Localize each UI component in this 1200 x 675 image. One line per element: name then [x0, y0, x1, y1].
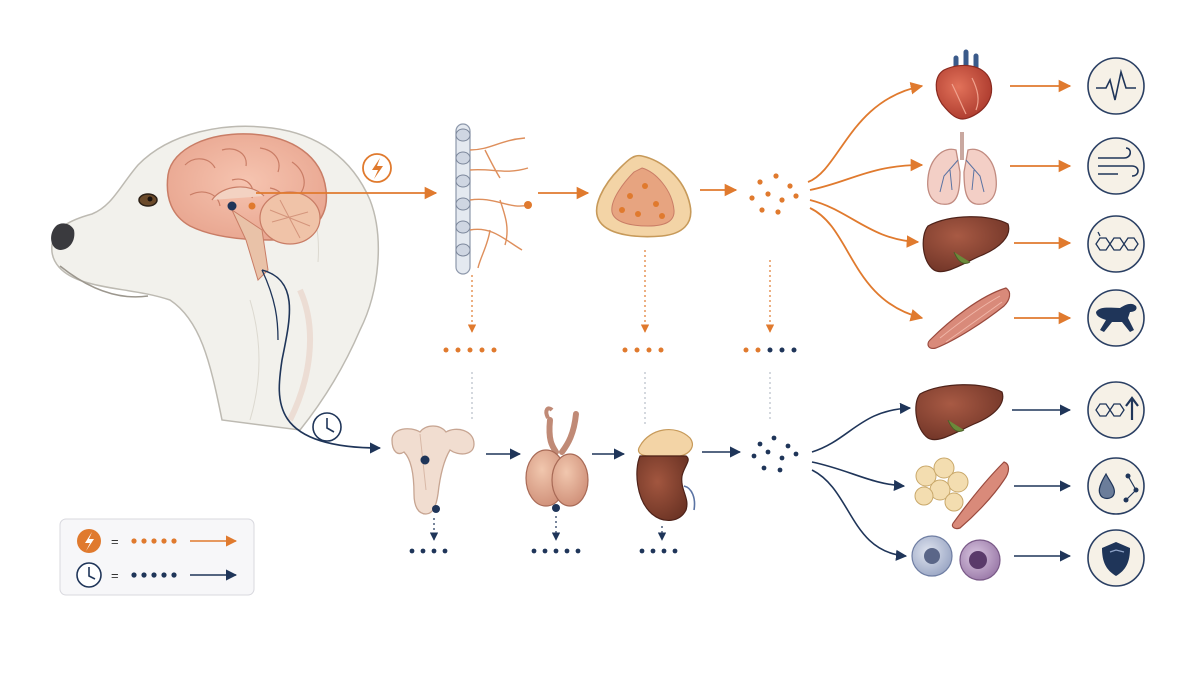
energy-mobilization-icon	[1087, 457, 1145, 515]
mixed-dot-row	[767, 347, 797, 353]
fast-pathway	[256, 49, 1145, 424]
lungs-organ-icon	[927, 132, 997, 205]
legend-fast-equals: =	[111, 534, 119, 549]
immune-cells-icon	[911, 535, 1001, 581]
slow-pathway	[261, 269, 1145, 587]
glucose-increase-icon	[1087, 381, 1145, 439]
lightning-icon	[362, 153, 392, 183]
liver-organ-icon	[922, 216, 1010, 273]
to-muscle-arrow	[809, 207, 924, 322]
adrenal-cortex-kidney-icon	[636, 429, 696, 521]
legend-slow-row: =	[76, 562, 238, 588]
legend: = =	[59, 518, 255, 596]
sympathetic-nerve-chain-icon	[455, 123, 532, 275]
adrenal-gland-pair-icon	[525, 406, 589, 512]
glucose-chain-icon	[1087, 215, 1145, 273]
hypothalamus-node	[227, 201, 237, 211]
to-liver-arrow	[809, 199, 920, 248]
dog-nose-icon	[51, 223, 75, 250]
brain-to-pituitary-arrow	[261, 269, 382, 454]
running-dog-icon	[1087, 289, 1145, 347]
to-lungs-arrow	[809, 158, 924, 191]
catecholamine-molecules	[749, 173, 799, 215]
breathing-air-icon	[1087, 137, 1145, 195]
to-fat-muscle-arrow	[811, 461, 906, 491]
fat-and-muscle-tissue-icon	[914, 457, 1010, 530]
fast-dot-row	[443, 347, 761, 353]
legend-slow-equals: =	[111, 568, 119, 583]
legend-fast-row: =	[77, 529, 238, 553]
cortisol-molecules	[751, 435, 799, 473]
brain-icon	[166, 133, 328, 281]
adrenal-medulla-icon	[595, 154, 692, 238]
to-heart-arrow	[807, 81, 924, 183]
immune-shield-icon	[1087, 529, 1145, 587]
clock-icon	[312, 412, 342, 442]
pituitary-gland-icon	[391, 425, 475, 515]
dog-head-illustration	[51, 125, 380, 431]
liver-organ-slow-icon	[915, 384, 1004, 441]
heart-rate-waveform-icon	[1087, 57, 1145, 115]
heart-organ-icon	[935, 49, 993, 120]
to-immune-arrow	[811, 469, 908, 561]
to-liver-arrow-slow	[811, 402, 912, 453]
slow-dot-row	[409, 548, 678, 554]
muscle-organ-icon	[927, 287, 1011, 349]
